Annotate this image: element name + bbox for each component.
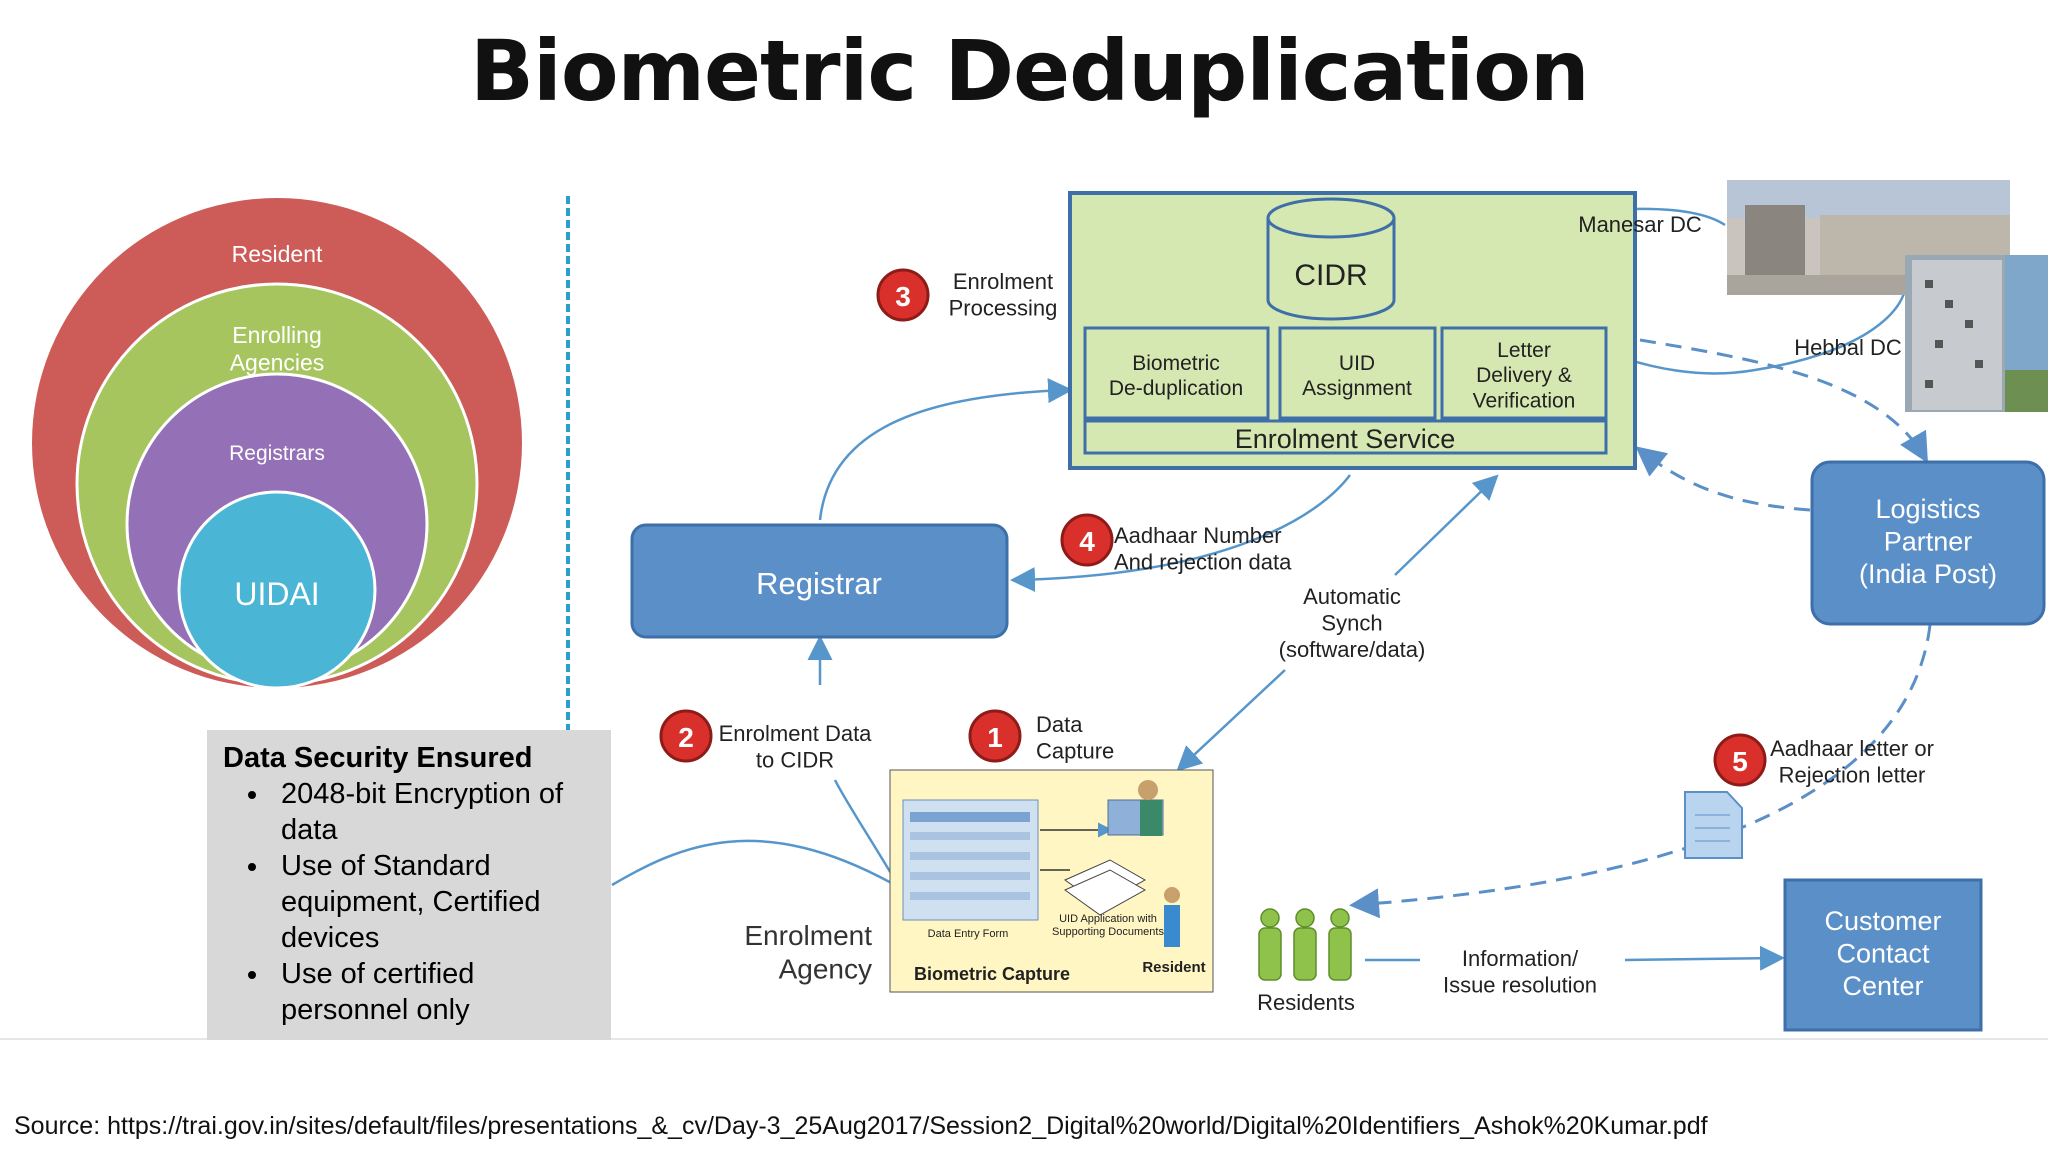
logistics-partner-box (1810, 460, 2046, 626)
step-3-badge: 3 (876, 268, 930, 322)
page-title: Biometric Deduplication (470, 22, 1590, 120)
data-security-item: Use of Standard equipment, Certified dev… (271, 848, 595, 956)
bc-data-entry-label: Data Entry Form (928, 928, 1009, 940)
uidai-circle (177, 490, 377, 690)
biometric-capture-panel (889, 769, 1214, 993)
document-icon (1684, 791, 1743, 859)
link-registrar-to-cidr (818, 378, 1073, 521)
step-5-badge: 5 (1713, 733, 1767, 787)
data-security-item: 2048-bit Encryption of data (271, 776, 595, 848)
registrar-label: Registrar (756, 566, 882, 601)
svg-text:5: 5 (1732, 746, 1748, 777)
enrolment-service-label: Enrolment Service (1235, 424, 1456, 454)
hebbal-dc-label: Hebbal DC (1794, 335, 1902, 360)
customer-contact-box (1783, 878, 1983, 1032)
data-security-item: Use of certified personnel only (271, 956, 595, 1028)
enrolment-service-bar (1083, 419, 1608, 455)
link-residents-to-contact (1624, 945, 1785, 971)
step-2-badge: 2 (659, 709, 713, 763)
link-security-curve (611, 839, 896, 887)
svg-text:4: 4 (1079, 526, 1095, 557)
residents-label: Residents (1257, 990, 1355, 1015)
vertical-divider (566, 196, 570, 732)
data-security-box: Data Security Ensured 2048-bit Encryptio… (207, 730, 611, 1040)
svg-text:1: 1 (987, 722, 1003, 753)
step-4-badge: 4 (1060, 513, 1114, 567)
info-resolution-label: Information/Issue resolution (1443, 946, 1597, 997)
link-logistics-to-cidr (1635, 446, 1811, 512)
hebbal-dc-photo (1905, 255, 2048, 412)
registrar-box (630, 523, 1009, 639)
manesar-dc-photo (1727, 180, 2010, 295)
bc-resident-label: Resident (1142, 959, 1205, 976)
step-1-badge: 1 (968, 709, 1022, 763)
link-auto-synch-up (1394, 474, 1499, 576)
module-biometric-dedup (1083, 326, 1270, 420)
resident-label: Resident (232, 241, 323, 267)
svg-text:2: 2 (678, 722, 694, 753)
svg-text:3: 3 (895, 281, 911, 312)
manesar-dc-label: Manesar DC (1578, 212, 1702, 237)
biometric-capture-label: Biometric Capture (914, 964, 1070, 984)
module-uid-assignment (1278, 326, 1437, 420)
link-logistics-to-residents (1349, 624, 1932, 919)
module-letter-delivery (1440, 326, 1608, 420)
link-auto-synch-down (1176, 669, 1286, 772)
registrars-label: Registrars (229, 442, 325, 465)
data-security-heading: Data Security Ensured (223, 742, 533, 774)
cidr-label: CIDR (1294, 259, 1367, 292)
uidai-label: UIDAI (234, 576, 319, 612)
bottom-rule (0, 1038, 2048, 1040)
link-data-capture-curve (833, 779, 897, 881)
data-security-list: 2048-bit Encryption of data Use of Stand… (223, 776, 595, 1028)
source-citation: Source: https://trai.gov.in/sites/defaul… (14, 1112, 1708, 1140)
cidr-database-icon (1266, 197, 1396, 321)
residents-figures (1258, 908, 1352, 981)
link-cidr-to-registrar (1010, 474, 1351, 593)
